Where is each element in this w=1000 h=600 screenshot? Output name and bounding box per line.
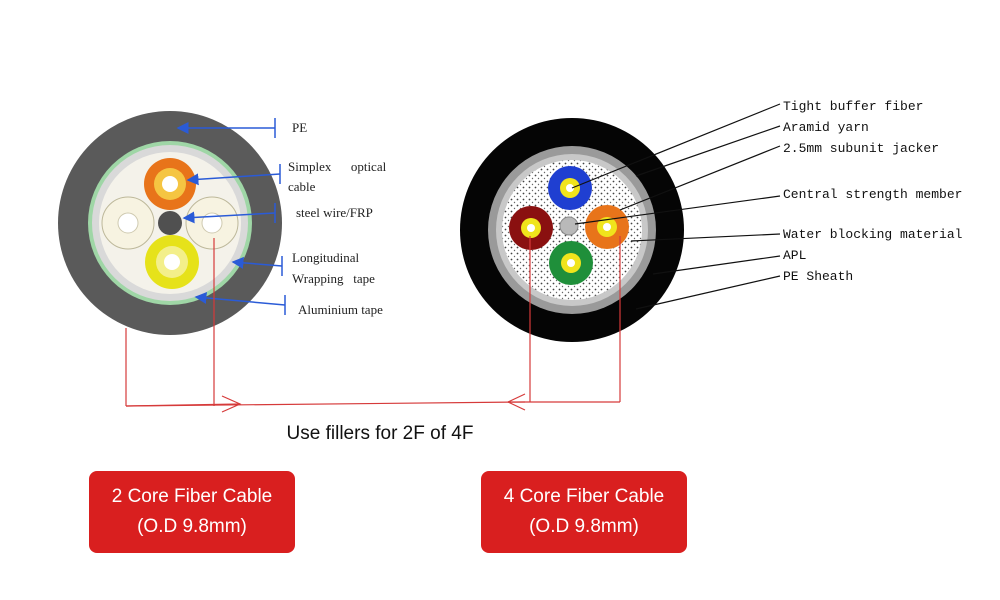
label-subunit: 2.5mm subunit jacker — [783, 141, 939, 156]
filler-bracket — [125, 236, 621, 413]
left-simplex-yellow — [145, 235, 199, 289]
label-aluminium: Aluminium tape — [298, 302, 383, 317]
left-filler-right — [185, 196, 239, 250]
badge-4-core: 4 Core Fiber Cable (O.D 9.8mm) — [481, 471, 687, 553]
label-simplex-line2: cable — [288, 179, 316, 194]
caption: Use fillers for 2F of 4F — [286, 423, 474, 444]
badge-2-core-title: 2 Core Fiber Cable — [111, 486, 273, 507]
label-aramid: Aramid yarn — [783, 120, 869, 135]
right-subunit-green — [549, 241, 593, 285]
label-tight-buffer: Tight buffer fiber — [783, 99, 923, 114]
left-filler-left — [101, 196, 155, 250]
badge-2-core: 2 Core Fiber Cable (O.D 9.8mm) — [89, 471, 295, 553]
label-wrap-line1: Longitudinal — [292, 250, 360, 265]
left-cable — [58, 111, 282, 335]
right-central-strength-member — [559, 216, 579, 236]
right-subunit-maroon — [509, 206, 553, 250]
badge-4-core-od: (O.D 9.8mm) — [529, 516, 639, 537]
right-cable — [460, 118, 684, 342]
left-simplex-orange — [144, 158, 196, 210]
label-central: Central strength member — [783, 187, 962, 202]
right-leaders — [571, 103, 781, 310]
label-water: Water blocking material — [783, 227, 963, 242]
badge-4-core-title: 4 Core Fiber Cable — [503, 486, 665, 507]
label-pe-sheath: PE Sheath — [783, 269, 853, 284]
badge-2-core-od: (O.D 9.8mm) — [137, 516, 247, 537]
right-subunit-blue — [548, 166, 592, 210]
right-subunit-orange — [585, 205, 629, 249]
left-leaders — [176, 118, 286, 315]
left-steel-wire — [158, 211, 182, 235]
label-pe: PE — [292, 120, 307, 135]
label-apl: APL — [783, 248, 806, 263]
label-steel-wire: steel wire/FRP — [296, 205, 373, 220]
label-simplex-line1: Simplex optical — [288, 159, 387, 174]
label-wrap-line2: Wrapping tape — [292, 271, 375, 286]
